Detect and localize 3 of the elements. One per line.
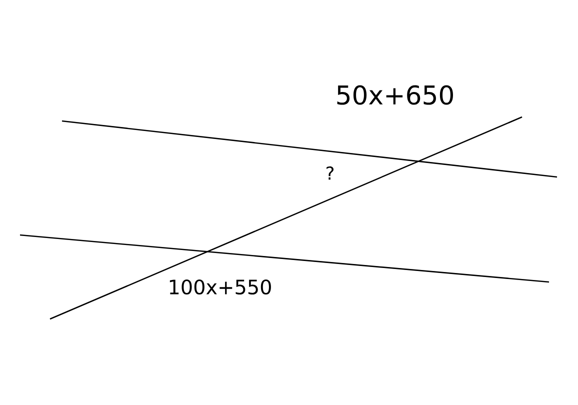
angle-label: 100x+550 (170, 279, 271, 295)
angle-label: ? (326, 166, 334, 180)
angle-label: 50x+650 (337, 85, 453, 105)
